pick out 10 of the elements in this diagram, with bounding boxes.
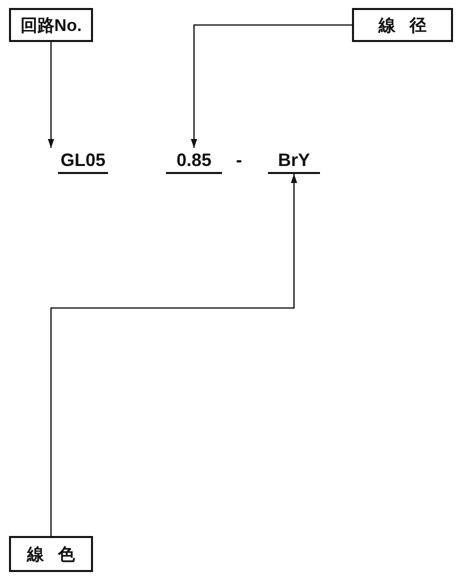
label-box: 線色 — [9, 536, 93, 572]
label-box: 線径 — [352, 8, 453, 42]
dash-separator: - — [236, 150, 242, 171]
underlined-value: 0.85 — [166, 148, 222, 174]
arrow — [48, 42, 54, 148]
underlined-value: GL05 — [58, 148, 108, 174]
arrow — [50, 174, 298, 536]
underlined-value: BrY — [268, 148, 320, 174]
label-box: 回路No. — [9, 8, 93, 42]
arrow — [190, 24, 352, 148]
